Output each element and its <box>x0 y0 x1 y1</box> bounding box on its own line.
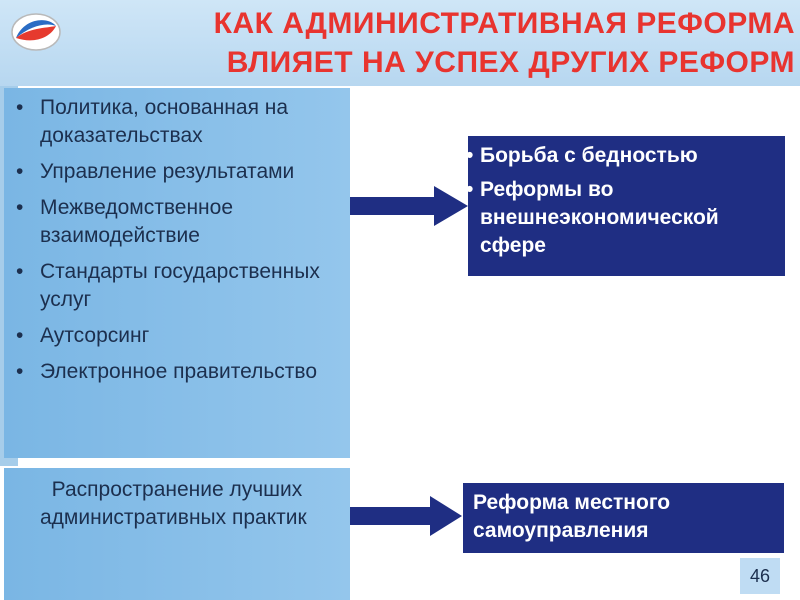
right-bottom-text: Реформа местного самоуправления <box>473 491 671 542</box>
page-number: 46 <box>740 558 780 594</box>
list-item: •Межведомственное взаимодействие <box>16 196 233 247</box>
list-item: •Стандарты государственных услуг <box>16 260 320 311</box>
list-item: •Электронное правительство <box>16 360 318 383</box>
list-item: •Аутсорсинг <box>16 324 150 347</box>
list-item: •Борьба с бедностью <box>466 144 698 167</box>
right-top-box: •Борьба с бедностью •Реформы во внешнеэк… <box>466 136 785 276</box>
left-bottom-text: Распространение лучших административных … <box>40 478 309 529</box>
list-item: •Реформы во внешнеэкономической сфере <box>466 178 719 257</box>
list-item: •Управление результатами <box>16 160 295 183</box>
left-bottom-box: Распространение лучших административных … <box>4 468 350 600</box>
list-item: •Политика, основанная на доказательствах <box>16 96 289 147</box>
logo-icon <box>11 13 61 51</box>
left-list-box: •Политика, основанная на доказательствах… <box>4 88 350 458</box>
arrow-right-icon <box>350 186 468 226</box>
right-bottom-box: Реформа местного самоуправления <box>463 483 784 553</box>
title-band <box>0 0 800 86</box>
arrow-right-icon <box>350 496 462 536</box>
page-title: КАК АДМИНИСТРАТИВНАЯ РЕФОРМА ВЛИЯЕТ НА У… <box>213 7 795 79</box>
